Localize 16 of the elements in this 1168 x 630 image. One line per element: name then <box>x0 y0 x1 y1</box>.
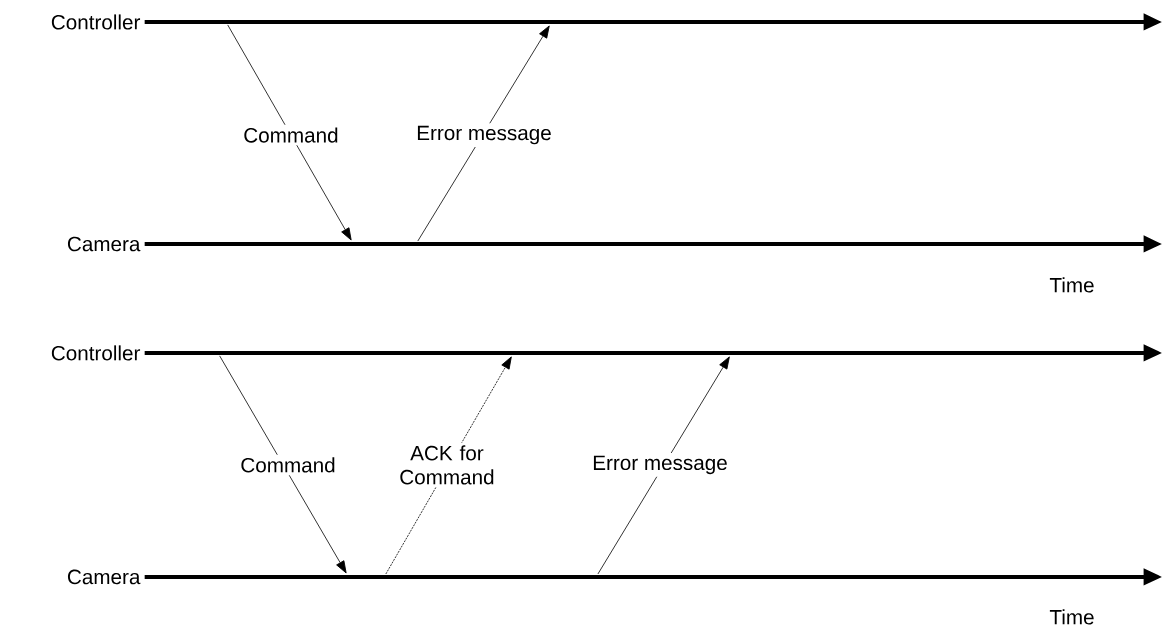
node-label: Camera <box>67 569 141 585</box>
edge-label: Error message <box>589 453 731 477</box>
edge-label: Command <box>237 454 339 476</box>
axis-label: Time <box>1049 277 1094 293</box>
message-arrow <box>417 25 550 242</box>
message-arrow <box>597 356 730 575</box>
message-arrow <box>385 356 512 575</box>
node-label: Controller <box>51 14 141 30</box>
edge-label: Command <box>240 124 342 146</box>
message-arrow <box>219 355 347 574</box>
node-label: Controller <box>51 345 141 361</box>
node-label: Camera <box>67 236 141 252</box>
edge-label: Error message <box>413 123 555 147</box>
edge-label: ACK for Command <box>389 442 505 488</box>
message-arrow <box>227 24 352 241</box>
axis-label: Time <box>1049 609 1094 625</box>
